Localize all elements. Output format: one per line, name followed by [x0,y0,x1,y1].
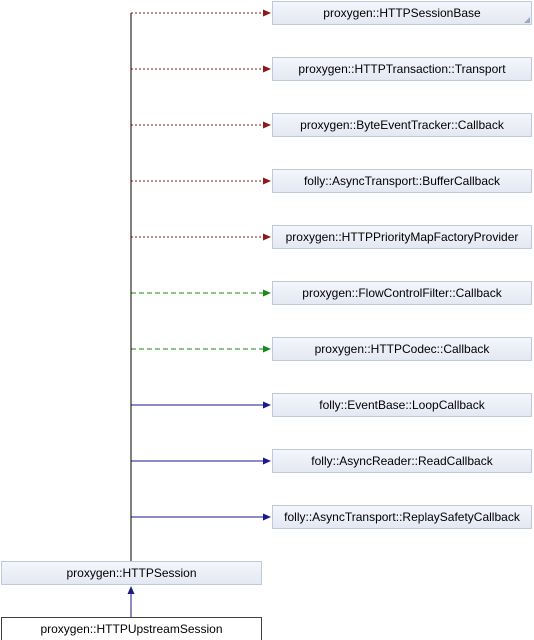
node-proxygen-httpcodec-callback[interactable]: proxygen::HTTPCodec::Callback [272,337,532,361]
node-proxygen-byteeventtracker-callback[interactable]: proxygen::ByteEventTracker::Callback [272,113,532,137]
node-label: proxygen::HTTPCodec::Callback [314,342,490,356]
node-label: proxygen::ByteEventTracker::Callback [300,118,504,132]
node-http-upstream-session: proxygen::HTTPUpstreamSession [1,617,262,640]
node-label: proxygen::HTTPPriorityMapFactoryProvider [285,230,519,244]
node-proxygen-flowcontrolfilter-callback[interactable]: proxygen::FlowControlFilter::Callback [272,281,532,305]
arrowhead-proxygen-httpcodec-callback [263,345,271,353]
node-label: folly::AsyncTransport::BufferCallback [303,174,501,188]
node-label: proxygen::HTTPSessionBase [323,6,481,20]
truncation-marker [524,17,530,23]
arrowhead-proxygen-flowcontrolfilter-callback [263,289,271,297]
node-http-upstream-session-label: proxygen::HTTPUpstreamSession [40,622,223,636]
node-http-session-label: proxygen::HTTPSession [66,566,197,580]
arrowhead-proxygen-byteeventtracker-callback [263,121,271,129]
arrowhead-folly-asynctransport-buffercallback [263,177,271,185]
node-label: proxygen::FlowControlFilter::Callback [302,286,502,300]
node-proxygen-httpsessionbase[interactable]: proxygen::HTTPSessionBase [272,1,532,25]
arrowhead-upstream-to-session [127,586,135,594]
node-label: folly::EventBase::LoopCallback [319,398,485,412]
arrowhead-folly-asynctransport-replaysafetycallback [263,513,271,521]
arrowhead-proxygen-httpsessionbase [263,9,271,17]
arrowhead-folly-asyncreader-readcallback [263,457,271,465]
node-folly-asynctransport-buffercallback[interactable]: folly::AsyncTransport::BufferCallback [272,169,532,193]
node-label: proxygen::HTTPTransaction::Transport [298,62,506,76]
arrowhead-folly-eventbase-loopcallback [263,401,271,409]
node-proxygen-httpprioritymapfactoryprovider[interactable]: proxygen::HTTPPriorityMapFactoryProvider [272,225,532,249]
arrowhead-proxygen-httptransaction-transport [263,65,271,73]
node-label: folly::AsyncReader::ReadCallback [311,454,493,468]
node-label: folly::AsyncTransport::ReplaySafetyCallb… [284,510,520,524]
node-http-session[interactable]: proxygen::HTTPSession [1,561,262,585]
node-folly-asyncreader-readcallback[interactable]: folly::AsyncReader::ReadCallback [272,449,532,473]
node-folly-asynctransport-replaysafetycallback[interactable]: folly::AsyncTransport::ReplaySafetyCallb… [272,505,532,529]
node-proxygen-httptransaction-transport[interactable]: proxygen::HTTPTransaction::Transport [272,57,532,81]
arrowhead-proxygen-httpprioritymapfactoryprovider [263,233,271,241]
node-folly-eventbase-loopcallback[interactable]: folly::EventBase::LoopCallback [272,393,532,417]
